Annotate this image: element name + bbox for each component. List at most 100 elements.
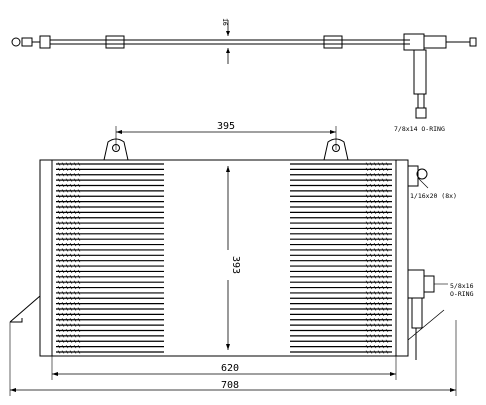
fin-hatch bbox=[73, 194, 77, 198]
fin-hatch bbox=[77, 162, 81, 166]
fin-hatch bbox=[57, 285, 61, 290]
fin-hatch bbox=[369, 296, 373, 300]
fin-hatch bbox=[385, 323, 389, 327]
fin-hatch bbox=[377, 248, 381, 252]
fin-hatch bbox=[365, 173, 369, 177]
fin-hatch bbox=[369, 242, 373, 247]
fin-hatch bbox=[365, 307, 369, 311]
fin-hatch bbox=[365, 237, 369, 241]
fin-hatch bbox=[377, 259, 381, 263]
fin-hatch bbox=[57, 199, 61, 204]
fin-hatch bbox=[373, 291, 377, 295]
pipe-bracket-right bbox=[323, 35, 343, 49]
fin-hatch bbox=[57, 167, 61, 172]
fin-hatch bbox=[73, 264, 77, 268]
left-end-fitting bbox=[11, 35, 51, 49]
fin-hatch bbox=[73, 259, 77, 263]
fin-hatch bbox=[381, 189, 385, 193]
fin-hatch bbox=[57, 323, 61, 327]
fin-hatch bbox=[61, 178, 65, 182]
fin-hatch bbox=[373, 312, 377, 317]
fin-hatch bbox=[377, 269, 381, 274]
fin-hatch bbox=[365, 275, 369, 279]
fin-hatch bbox=[69, 291, 73, 295]
fin-hatch bbox=[385, 312, 389, 317]
fin-hatch bbox=[69, 248, 73, 252]
fin-hatch bbox=[377, 328, 381, 333]
fin-hatch bbox=[61, 291, 65, 295]
fin-hatch bbox=[369, 232, 373, 236]
fin-hatch bbox=[61, 318, 65, 322]
fin-hatch bbox=[69, 280, 73, 284]
fin-hatch bbox=[381, 167, 385, 172]
fin-hatch bbox=[369, 301, 373, 306]
fin-hatch bbox=[369, 189, 373, 193]
fin-hatch bbox=[373, 194, 377, 198]
fin-hatch bbox=[57, 210, 61, 215]
fin-hatch bbox=[385, 307, 389, 311]
fin-hatch bbox=[369, 173, 373, 177]
fin-hatch bbox=[61, 248, 65, 252]
fin-hatch bbox=[61, 173, 65, 177]
fin-hatch bbox=[73, 221, 77, 225]
fin-hatch bbox=[61, 199, 65, 204]
fin-hatch bbox=[377, 312, 381, 317]
fin-hatch bbox=[73, 323, 77, 327]
fin-hatch bbox=[61, 226, 65, 231]
fin-hatch bbox=[365, 285, 369, 290]
fin-hatch bbox=[365, 162, 369, 166]
fin-hatch bbox=[365, 178, 369, 182]
fin-hatch bbox=[65, 221, 69, 225]
fin-hatch bbox=[77, 242, 81, 247]
fin-hatch bbox=[373, 226, 377, 231]
fin-hatch bbox=[65, 199, 69, 204]
fin-hatch bbox=[57, 226, 61, 231]
fin-hatch bbox=[381, 216, 385, 220]
fin-hatch bbox=[57, 205, 61, 209]
fin-hatch bbox=[77, 307, 81, 311]
fin-hatch bbox=[377, 291, 381, 295]
fin-hatch bbox=[377, 232, 381, 236]
fin-hatch bbox=[365, 264, 369, 268]
fin-hatch bbox=[65, 167, 69, 172]
fin-hatch bbox=[369, 221, 373, 225]
fin-hatch bbox=[369, 178, 373, 182]
fin-hatch bbox=[373, 280, 377, 284]
fin-hatch bbox=[77, 328, 81, 333]
fin-hatch bbox=[61, 296, 65, 300]
fin-hatch bbox=[385, 232, 389, 236]
left-mount-foot bbox=[9, 295, 41, 323]
lower-fitting-label-2: O-RING bbox=[450, 290, 474, 298]
fin-hatch bbox=[377, 189, 381, 193]
fin-hatch bbox=[381, 194, 385, 198]
fin-hatch bbox=[385, 301, 389, 306]
fin-hatch bbox=[77, 226, 81, 231]
fin-hatch bbox=[69, 216, 73, 220]
fin-hatch bbox=[381, 350, 385, 354]
fin-hatch bbox=[381, 183, 385, 188]
fin-hatch bbox=[61, 334, 65, 338]
fin-hatch bbox=[65, 275, 69, 279]
fin-hatch bbox=[61, 269, 65, 274]
fin-hatch bbox=[385, 237, 389, 241]
fin-hatch bbox=[373, 253, 377, 257]
pipe-tube bbox=[32, 39, 410, 45]
fin-hatch bbox=[377, 221, 381, 225]
fin-hatch bbox=[377, 237, 381, 241]
fin-hatch bbox=[57, 328, 61, 333]
fin-hatch bbox=[381, 307, 385, 311]
fin-hatch bbox=[381, 173, 385, 177]
fin-hatch bbox=[57, 296, 61, 300]
fin-hatch bbox=[69, 269, 73, 274]
fin-rows bbox=[56, 162, 392, 354]
fin-hatch bbox=[73, 350, 77, 354]
fin-hatch bbox=[73, 296, 77, 300]
fin-hatch bbox=[373, 189, 377, 193]
fin-hatch bbox=[369, 253, 373, 257]
fin-hatch bbox=[65, 334, 69, 338]
fin-hatch bbox=[73, 269, 77, 274]
fin-hatch bbox=[57, 301, 61, 306]
fin-hatch bbox=[73, 339, 77, 343]
thickness-dimension bbox=[226, 20, 230, 64]
fin-hatch bbox=[369, 226, 373, 231]
